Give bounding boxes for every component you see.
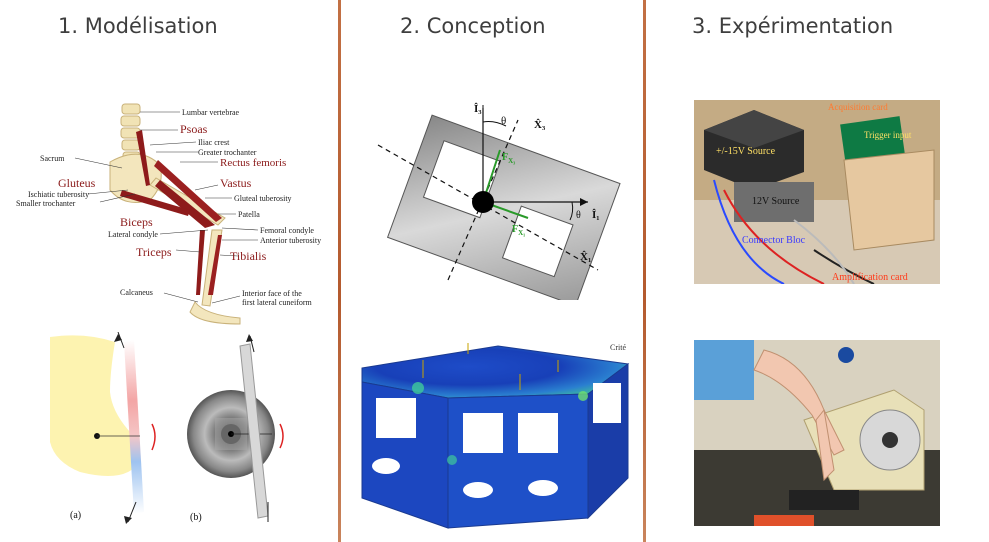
- column-title-conception: 2. Conception: [400, 14, 546, 38]
- column-divider-left: [338, 0, 341, 542]
- fem-simulation: Crité: [348, 338, 640, 530]
- label-smaller-trochanter: Smaller trochanter: [16, 199, 76, 208]
- label-trigger: Trigger input: [864, 130, 912, 140]
- bone-shape-a: [50, 335, 139, 476]
- label-lateral-condyle: Lateral condyle: [108, 230, 158, 239]
- tendon-a: [124, 340, 144, 514]
- column-title-experimentation: 3. Expérimentation: [692, 14, 894, 38]
- foot-bone: [189, 301, 241, 325]
- anatomy-diagram: Lumbar vertebrae Psoas Iliac crest Great…: [0, 90, 336, 330]
- label-force-x1: FX₁: [512, 224, 525, 237]
- label-interior-face-1: Interior face of the: [242, 289, 302, 298]
- label-interior-face-2: first lateral cuneiform: [242, 298, 313, 307]
- label-axis-i1: Î₁: [592, 209, 600, 221]
- label-tibialis: Tibialis: [230, 249, 267, 263]
- label-theta-top: θ: [501, 115, 506, 127]
- label-source12: 12V Source: [752, 196, 800, 207]
- column-title-modelisation: 1. Modélisation: [58, 14, 218, 38]
- vastus-muscle: [155, 180, 215, 228]
- label-triceps: Triceps: [136, 245, 172, 259]
- fem-corner-label: Crité: [610, 343, 626, 352]
- label-gluteus: Gluteus: [58, 176, 96, 190]
- label-axis-x1: X̂₁: [580, 250, 591, 263]
- label-lumbar: Lumbar vertebrae: [182, 108, 240, 117]
- label-amplification: Amplification card: [832, 272, 908, 283]
- label-psoas: Psoas: [180, 122, 208, 136]
- label-ischiatic: Ischiatic tuberosity: [28, 190, 89, 199]
- label-source15: +/-15V Source: [716, 146, 776, 157]
- label-gluteal-tuberosity: Gluteal tuberosity: [234, 194, 292, 203]
- bike-experiment-photo: [694, 340, 940, 526]
- sublabel-a: (a): [70, 510, 81, 521]
- triceps-muscle: [196, 230, 205, 295]
- tibialis-muscle: [208, 235, 222, 295]
- joint-diagrams: (a) (b): [40, 332, 330, 532]
- rectus-muscle: [154, 160, 222, 222]
- label-patella: Patella: [238, 210, 260, 219]
- column-divider-right: [643, 0, 646, 542]
- label-vastus: Vastus: [220, 176, 252, 190]
- label-theta-right: θ: [576, 210, 581, 221]
- psoas-muscle: [136, 130, 150, 186]
- rotated-block: [386, 114, 621, 300]
- label-axis-x3: X̂₃: [534, 118, 546, 131]
- label-calcaneus: Calcaneus: [120, 288, 153, 297]
- label-sacrum: Sacrum: [40, 154, 65, 163]
- label-connector: Connector Bloc: [742, 235, 806, 246]
- center-pivot: [472, 191, 494, 213]
- label-anterior-tuberosity: Anterior tuberosity: [260, 236, 321, 245]
- biceps-muscle: [120, 190, 190, 216]
- label-greater-trochanter: Greater trochanter: [198, 148, 257, 157]
- label-iliac: Iliac crest: [198, 138, 230, 147]
- sublabel-b: (b): [190, 512, 202, 523]
- label-femoral-condyle: Femoral condyle: [260, 226, 314, 235]
- label-axis-i3: Î₃: [474, 103, 482, 115]
- mechanics-diagram: Î₃ X̂₃ θ Î₁ θ X̂₁ FX₃ FX₁: [348, 100, 638, 300]
- electronics-photo: Acquisition card Trigger input +/-15V So…: [694, 100, 940, 284]
- label-biceps: Biceps: [120, 215, 153, 229]
- label-acquisition: Acquisition card: [828, 102, 888, 112]
- label-rectus: Rectus femoris: [220, 157, 286, 169]
- label-force-x3: FX₃: [502, 152, 515, 165]
